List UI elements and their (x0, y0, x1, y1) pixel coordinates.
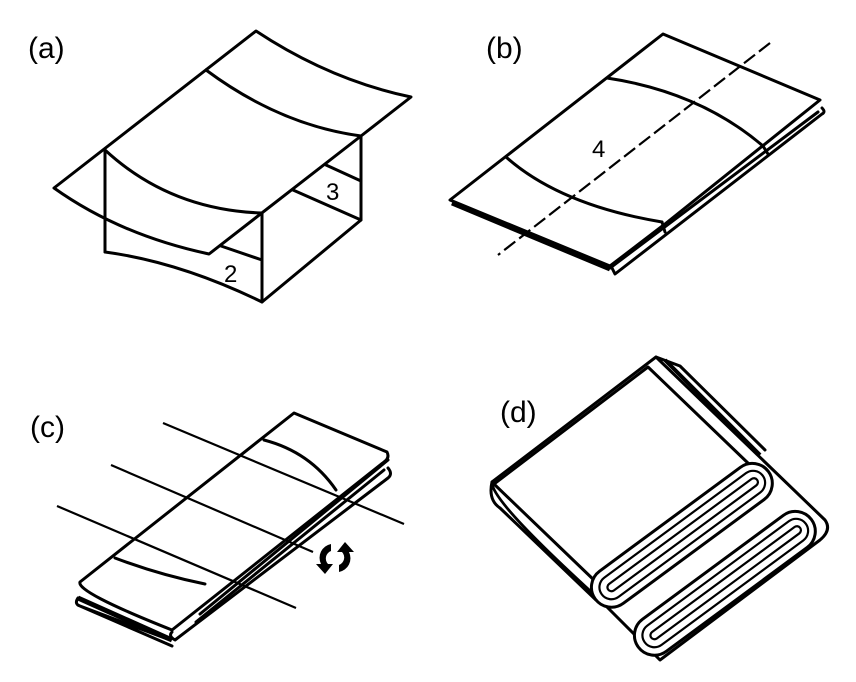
layer-2 (194, 458, 390, 624)
panel-b: (b) 4 (448, 32, 826, 276)
panel-c: (c) (30, 411, 405, 648)
hairpin-fold-upper (589, 461, 774, 609)
lower-layer-edge (610, 106, 826, 276)
thick-bottom-edge (451, 200, 611, 272)
stacked-edge (76, 595, 174, 643)
cover-spine (663, 358, 762, 457)
fold-axis-dashed (497, 42, 771, 256)
fold-line-3 (56, 504, 297, 610)
layer-3 (169, 466, 392, 642)
panel-a: (a) 3 2 (28, 29, 413, 304)
panel-c-label: (c) (30, 411, 65, 444)
fold-line-2 (110, 463, 314, 554)
sheet-crease-top (204, 68, 363, 138)
curved-sheet (52, 29, 413, 256)
crease-bottom (113, 556, 207, 586)
annotation-2: 2 (224, 261, 237, 288)
fold-lines-3 (291, 163, 363, 222)
lower-layer-edge-2 (608, 110, 820, 270)
crease-top (262, 438, 338, 492)
folded-sheet (448, 32, 822, 268)
annotation-4: 4 (592, 136, 605, 163)
panel-d: (d) (489, 355, 830, 662)
fold-line-1 (162, 421, 405, 526)
crease-upper (605, 76, 765, 148)
annotation-3: 3 (326, 179, 339, 206)
crease-ticks (660, 144, 770, 234)
fold-line-2 (219, 244, 264, 262)
hairpin-fold-lower (632, 509, 817, 657)
sheet-crease-front (103, 148, 264, 215)
rotate-icon (316, 542, 354, 574)
panel-d-label: (d) (500, 396, 537, 429)
panel-a-label: (a) (28, 32, 65, 65)
folded-strip (78, 411, 390, 632)
cover-thickness (489, 355, 767, 602)
panel-b-label: (b) (486, 32, 523, 65)
